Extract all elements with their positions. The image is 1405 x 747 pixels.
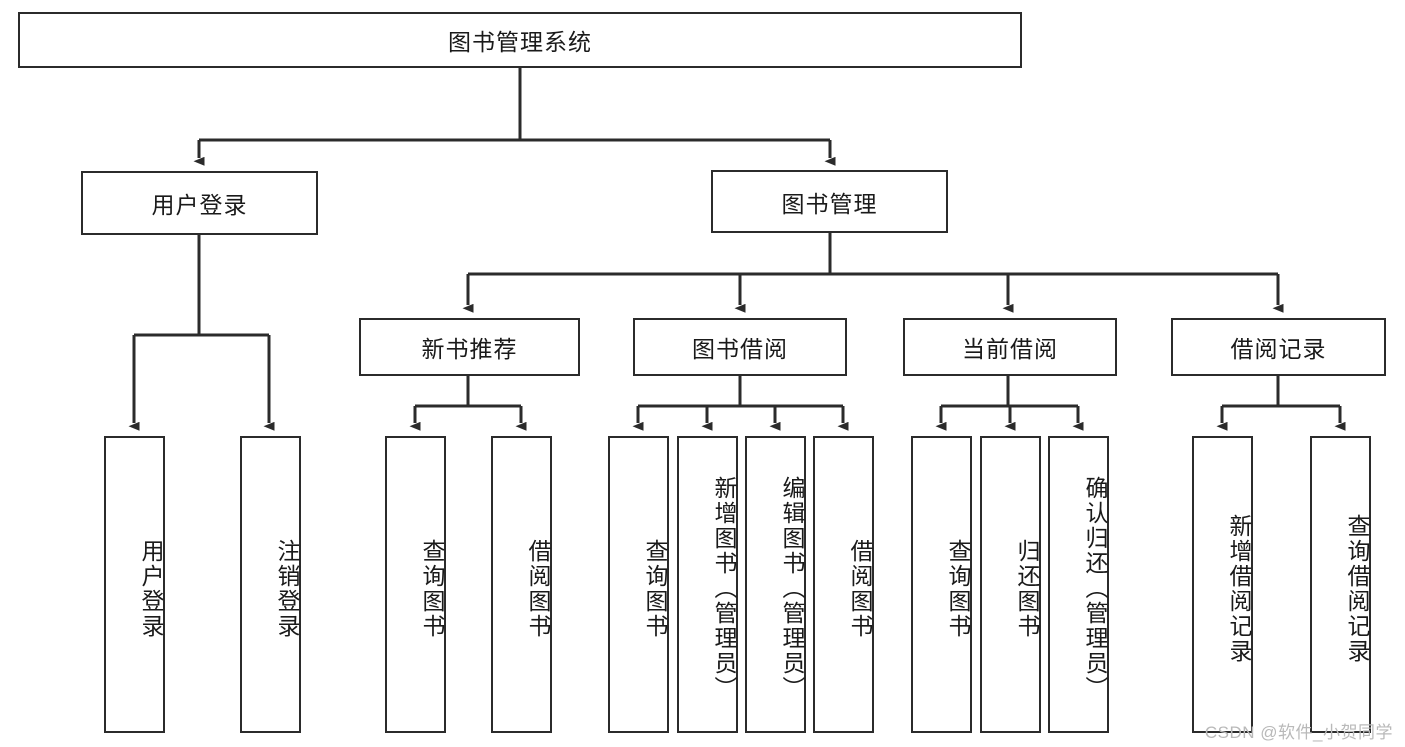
node-book-borrow-label: 图书借阅 [692,336,788,362]
node-book-borrow[interactable]: 图书借阅 [633,318,847,376]
leaf-user-login[interactable]: 用户登录 [104,436,165,733]
node-current-borrow-label: 当前借阅 [962,336,1058,362]
leaf-query-borrow-record[interactable]: 查询借阅记录 [1310,436,1371,733]
leaf-confirm-return-admin-label: 确认归还（管理员） [1082,476,1108,701]
node-new-book-recommend[interactable]: 新书推荐 [359,318,580,376]
leaf-add-book-admin[interactable]: 新增图书（管理员） [677,436,738,733]
leaf-borrow-books-label: 借阅图书 [847,538,873,639]
leaf-add-borrow-record[interactable]: 新增借阅记录 [1192,436,1253,733]
watermark-text: CSDN @软件_小贺同学 [1204,723,1393,742]
leaf-borrow-books-new[interactable]: 借阅图书 [491,436,552,733]
node-borrow-records[interactable]: 借阅记录 [1171,318,1386,376]
node-book-management-label: 图书管理 [781,190,878,217]
leaf-query-books-current[interactable]: 查询图书 [911,436,972,733]
node-user-login-label: 用户登录 [151,192,248,218]
node-current-borrow[interactable]: 当前借阅 [903,318,1117,376]
leaf-borrow-books[interactable]: 借阅图书 [813,436,874,733]
leaf-logout-label: 注销登录 [274,538,300,639]
node-user-login[interactable]: 用户登录 [81,171,318,235]
leaf-edit-book-admin[interactable]: 编辑图书（管理员） [745,436,806,733]
leaf-borrow-books-new-label: 借阅图书 [525,538,551,639]
node-borrow-records-label: 借阅记录 [1230,336,1327,362]
node-root[interactable]: 图书管理系统 [18,12,1022,68]
leaf-add-book-admin-label: 新增图书（管理员） [711,476,737,701]
leaf-user-login-label: 用户登录 [138,538,164,639]
leaf-query-books-borrow[interactable]: 查询图书 [608,436,669,733]
leaf-edit-book-admin-label: 编辑图书（管理员） [779,476,805,701]
leaf-query-books-new[interactable]: 查询图书 [385,436,446,733]
node-new-book-recommend-label: 新书推荐 [421,336,518,362]
leaf-query-books-new-label: 查询图书 [419,538,445,639]
node-book-management[interactable]: 图书管理 [711,170,948,233]
leaf-query-books-borrow-label: 查询图书 [642,538,668,639]
leaf-logout[interactable]: 注销登录 [240,436,301,733]
node-root-label: 图书管理系统 [448,29,592,55]
leaf-confirm-return-admin[interactable]: 确认归还（管理员） [1048,436,1109,733]
leaf-return-books-label: 归还图书 [1014,538,1040,639]
leaf-return-books[interactable]: 归还图书 [980,436,1041,733]
leaf-add-borrow-record-label: 新增借阅记录 [1226,513,1252,664]
leaf-query-borrow-record-label: 查询借阅记录 [1344,513,1370,664]
leaf-query-books-current-label: 查询图书 [945,538,971,639]
